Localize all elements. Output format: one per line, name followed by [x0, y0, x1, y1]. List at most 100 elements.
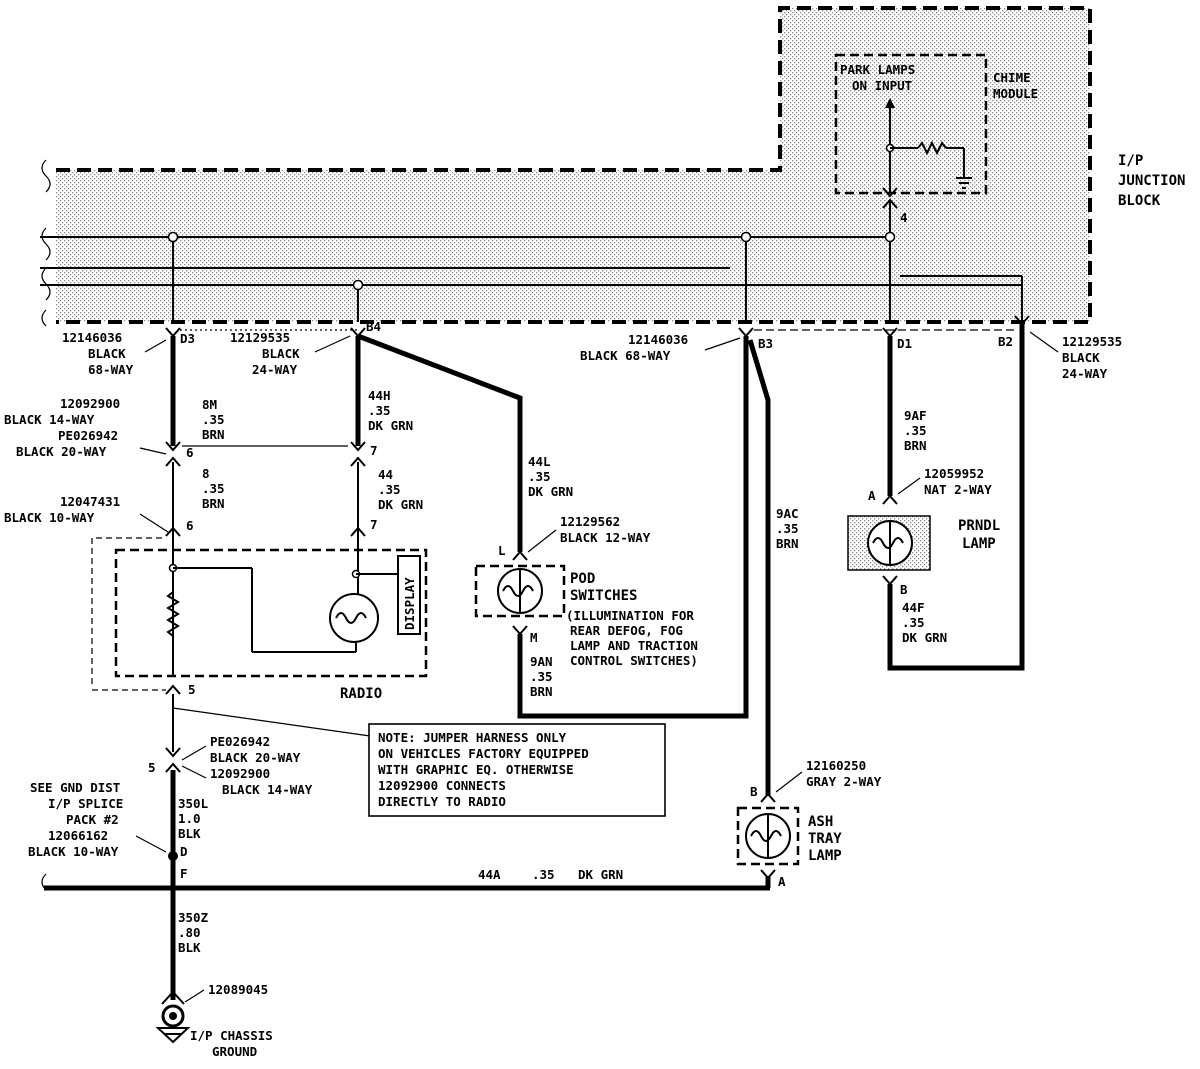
w9ac-gauge: .35 [776, 521, 799, 536]
chime-label-2: MODULE [993, 86, 1038, 101]
pod-label-1: POD [570, 571, 595, 587]
w44-gauge: .35 [378, 482, 401, 497]
radio-branch: 8M .35 BRN 44H .35 DK GRN 12092900 BLACK… [4, 336, 428, 752]
connector-chevron-icon [882, 198, 898, 209]
harness-bottom-part2: 12092900 [210, 766, 270, 781]
w44a-color: DK GRN [578, 867, 623, 882]
prndl-part: 12059952 [924, 466, 984, 481]
splice-dot [168, 851, 178, 861]
radio-pin-5: 5 [188, 682, 196, 697]
splice-pin-f: F [180, 866, 188, 881]
chime-input-label-2: ON INPUT [852, 78, 912, 93]
splice-line-3: PACK #2 [66, 812, 119, 827]
harness-bottom-pin: 5 [148, 760, 156, 775]
splice-line-1: SEE GND DIST [30, 780, 120, 795]
w44f-circuit: 44F [902, 600, 925, 615]
w350l-gauge: 1.0 [178, 811, 201, 826]
ground-icon [956, 177, 972, 189]
b2-pin: B2 [998, 334, 1013, 349]
d1-pin: D1 [897, 336, 912, 351]
pod-pin-bottom: M [530, 630, 538, 645]
chime-module: PARK LAMPS ON INPUT CHIME MODULE 4 [834, 53, 1038, 225]
harness-top-pin-b: 7 [370, 443, 378, 458]
pod-branch: 44L .35 DK GRN L 12129562 BLACK 12-WAY P… [357, 333, 749, 719]
note-line-5: DIRECTLY TO RADIO [378, 794, 506, 809]
note-line-2: ON VEHICLES FACTORY EQUIPPED [378, 746, 589, 761]
splice-node [884, 231, 896, 243]
ash-branch: 9AC .35 BRN B 12160250 GRAY 2-WAY ASH TR… [736, 339, 882, 889]
w350z-color: BLK [178, 940, 201, 955]
chassis-ground-icon [155, 990, 191, 1044]
w44l-circuit: 44L [528, 454, 551, 469]
w350l-color: BLK [178, 826, 201, 841]
harness-bottom-desc1: BLACK 20-WAY [210, 750, 301, 765]
b3-pin: B3 [758, 336, 773, 351]
chime-input-label-1: PARK LAMPS [840, 62, 915, 77]
splice-line-5: BLACK 10-WAY [28, 844, 119, 859]
w44l-color: DK GRN [528, 484, 573, 499]
b2-color: BLACK [1062, 350, 1100, 365]
pod-label-2: SWITCHES [570, 588, 637, 604]
w350z-circuit: 350Z [178, 910, 209, 925]
radio-conn-part: 12047431 [60, 494, 120, 509]
ash-label-2: TRAY [808, 831, 842, 847]
pod-note-2: REAR DEFOG, FOG [570, 623, 683, 638]
b4-part: 12129535 [230, 330, 290, 345]
resistor-icon [166, 591, 180, 637]
ground-line-2: GROUND [212, 1044, 257, 1059]
harness-bottom-part1: PE026942 [210, 734, 270, 749]
w44-circuit: 44 [378, 467, 393, 482]
prndl-label-2: LAMP [962, 536, 996, 552]
pod-part: 12129562 [560, 514, 620, 529]
w44h-circuit: 44H [368, 388, 391, 403]
w9ac-circuit: 9AC [776, 506, 799, 521]
splice-line-4: 12066162 [48, 828, 108, 843]
w44h-color: DK GRN [368, 418, 413, 433]
junction-label-3: BLOCK [1118, 193, 1161, 209]
w9af-color: BRN [904, 438, 927, 453]
pod-note-1: (ILLUMINATION FOR [566, 608, 694, 623]
d3-pin: D3 [180, 331, 195, 346]
w9an-gauge: .35 [530, 669, 553, 684]
splice-line-2: I/P SPLICE [48, 796, 123, 811]
ash-label-1: ASH [808, 814, 833, 830]
display-box [397, 555, 421, 635]
splice-pin-d: D [180, 844, 188, 859]
junction-label-2: JUNCTION [1118, 173, 1185, 189]
ash-pin-top: B [750, 784, 758, 799]
note-line-4: 12092900 CONNECTS [378, 778, 506, 793]
junction-block: I/P JUNCTION BLOCK [40, 6, 1185, 327]
b2-part: 12129535 [1062, 334, 1122, 349]
radio-conn-pin-b: 7 [370, 517, 378, 532]
radio-box [114, 548, 428, 678]
ash-label-3: LAMP [808, 848, 842, 864]
w8-circuit: 8 [202, 466, 210, 481]
ground-part: 12089045 [208, 982, 268, 997]
d3-part: 12146036 [62, 330, 122, 345]
w44h-gauge: .35 [368, 403, 391, 418]
harness-top-part2: PE026942 [58, 428, 118, 443]
b3-part: 12146036 [628, 332, 688, 347]
prndl-pin-bottom: B [900, 582, 908, 597]
prndl-branch: 9AF .35 BRN A 12059952 NAT 2-WAY PRNDL L… [847, 324, 1025, 671]
harness-bottom-desc2: BLACK 14-WAY [222, 782, 313, 797]
chime-pin: 4 [900, 210, 908, 225]
chime-label-1: CHIME [993, 70, 1031, 85]
connector-chevron-icon [882, 187, 898, 198]
b3-desc: BLACK 68-WAY [580, 348, 671, 363]
w44-color: DK GRN [378, 497, 423, 512]
w44f-gauge: .35 [902, 615, 925, 630]
pod-desc: BLACK 12-WAY [560, 530, 651, 545]
note-line-1: NOTE: JUMPER HARNESS ONLY [378, 730, 567, 745]
w9af-gauge: .35 [904, 423, 927, 438]
w350l-circuit: 350L [178, 796, 209, 811]
ash-desc: GRAY 2-WAY [806, 774, 882, 789]
splice-node [167, 231, 179, 243]
w8-color: BRN [202, 496, 225, 511]
arrow-icon [885, 98, 895, 108]
w9an-color: BRN [530, 684, 553, 699]
w350z-gauge: .80 [178, 925, 201, 940]
prndl-desc: NAT 2-WAY [924, 482, 992, 497]
w8-gauge: .35 [202, 481, 225, 496]
